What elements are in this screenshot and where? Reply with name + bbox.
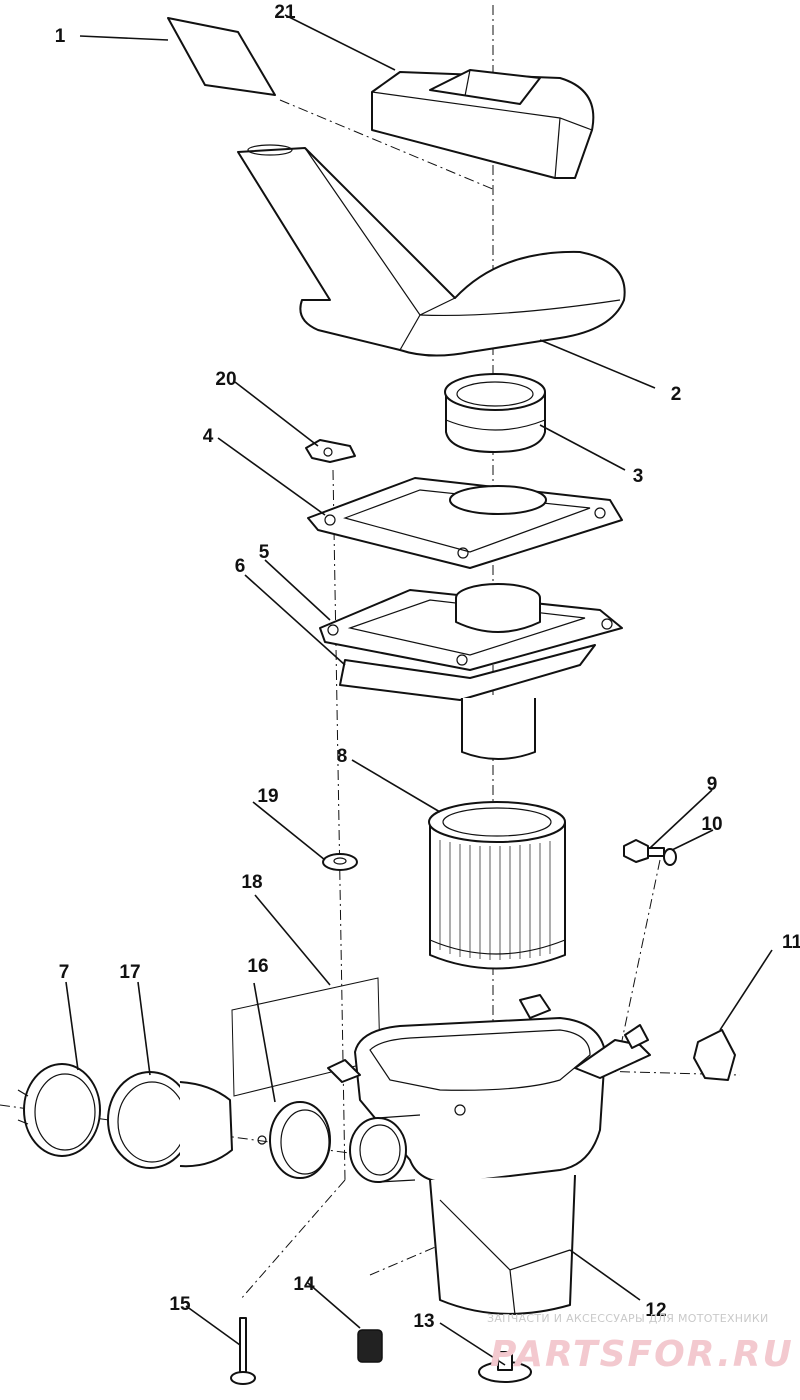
part-label-4: 4 [203, 426, 214, 447]
part-label-5: 5 [259, 542, 270, 563]
cap-part-13 [478, 1351, 532, 1383]
part-label-7: 7 [59, 962, 70, 983]
bracket-part-11 [693, 1029, 736, 1081]
filter-element-part-8 [428, 801, 566, 970]
part-label-10: 10 [701, 814, 722, 835]
part-label-18: 18 [241, 872, 262, 893]
boot-ring-part-3 [444, 373, 546, 453]
part-number-labels: 1 21 2 3 20 4 5 6 8 9 10 19 18 11 7 17 1… [55, 2, 800, 1332]
clamp-part-16 [257, 1101, 331, 1179]
part-label-12: 12 [645, 1300, 666, 1321]
watermark-brand: PARTSFOR.RU [490, 1334, 794, 1375]
part-label-20: 20 [215, 369, 236, 390]
clamp-part-7 [17, 1063, 101, 1157]
washer-part-19 [322, 853, 358, 871]
intake-boot-part-17 [107, 1071, 233, 1169]
intake-cover-part-2 [237, 144, 626, 357]
watermark-caption: ЗАПЧАСТИ И АКСЕССУАРЫ ДЛЯ МОТОТЕХНИКИ [487, 1312, 769, 1325]
part-label-15: 15 [169, 1294, 191, 1315]
lid-part-5 [319, 583, 623, 760]
bolt-part-9 [623, 839, 665, 863]
part-label-2: 2 [671, 384, 682, 405]
part-label-19: 19 [257, 786, 278, 807]
watermark: ЗАПЧАСТИ И АКСЕССУАРЫ ДЛЯ МОТОТЕХНИКИ PA… [487, 1312, 794, 1375]
washer-part-10 [663, 848, 677, 866]
part-label-17: 17 [119, 962, 140, 983]
screw-part-15 [230, 1317, 256, 1385]
part-label-8: 8 [337, 746, 348, 767]
part-label-3: 3 [633, 466, 644, 487]
part-label-11: 11 [782, 932, 800, 953]
part-label-1: 1 [55, 26, 66, 47]
part-label-21: 21 [274, 2, 296, 23]
part-label-9: 9 [707, 774, 718, 795]
part-label-6: 6 [235, 556, 246, 577]
part-label-16: 16 [247, 956, 268, 977]
part-label-13: 13 [413, 1311, 434, 1332]
top-plate-part-4 [307, 477, 623, 569]
foam-block-part-21 [371, 69, 595, 179]
air-box-body [327, 994, 651, 1316]
part-label-14: 14 [293, 1274, 315, 1295]
decal-part-1 [167, 17, 276, 96]
leader-lines [65, 14, 773, 1366]
plug-part-14 [357, 1329, 383, 1363]
